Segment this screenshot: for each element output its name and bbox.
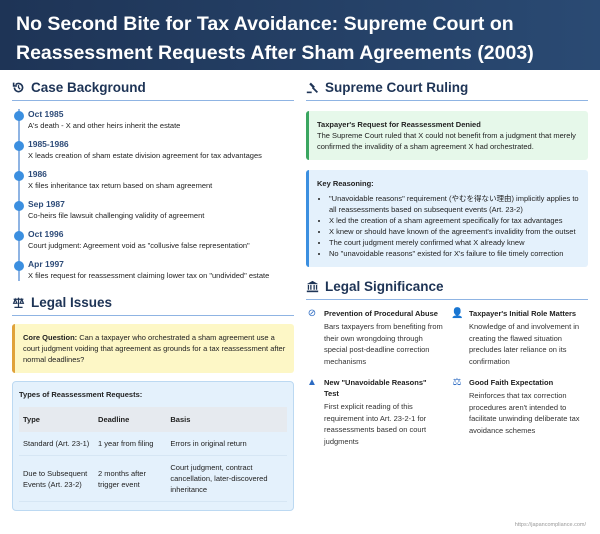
table-row: Due to Subsequent Events (Art. 23-2)2 mo… bbox=[19, 455, 287, 502]
ruling-result-box: Taxpayer's Request for Reassessment Deni… bbox=[306, 111, 588, 160]
timeline-dot bbox=[14, 201, 24, 211]
institution-icon bbox=[306, 280, 319, 293]
scale-icon: ⚖ bbox=[452, 377, 462, 388]
page-title: No Second Bite for Tax Avoidance: Suprem… bbox=[16, 13, 534, 64]
timeline-dot bbox=[14, 231, 24, 241]
warning-icon: ▲ bbox=[307, 377, 317, 388]
reason-item: X led the creation of a sham agreement s… bbox=[329, 215, 580, 226]
reason-item: X knew or should have known of the agree… bbox=[329, 226, 580, 237]
timeline-dot bbox=[14, 171, 24, 181]
core-question-box: Core Question: Can a taxpayer who orches… bbox=[12, 324, 294, 373]
user-check-icon: 👤 bbox=[451, 308, 464, 319]
legal-issues-heading: Legal Issues bbox=[12, 295, 294, 316]
timeline-dot bbox=[14, 141, 24, 151]
gavel-icon bbox=[306, 82, 319, 94]
ruling-heading: Supreme Court Ruling bbox=[306, 80, 588, 101]
key-reasoning-box: Key Reasoning: "Unavoidable reasons" req… bbox=[306, 170, 588, 267]
scale-icon bbox=[12, 297, 25, 308]
reason-item: "Unavoidable reasons" requirement (やむを得な… bbox=[329, 193, 580, 215]
legal-significance-heading: Legal Significance bbox=[306, 279, 588, 300]
history-icon bbox=[12, 82, 24, 93]
footer-url: https://japancompliance.com/ bbox=[514, 522, 586, 528]
timeline-dot bbox=[14, 111, 24, 121]
page-header: No Second Bite for Tax Avoidance: Suprem… bbox=[0, 0, 600, 70]
reason-item: The court judgment merely confirmed what… bbox=[329, 237, 580, 248]
case-background-heading: Case Background bbox=[12, 80, 294, 101]
timeline-dot bbox=[14, 261, 24, 271]
reason-item: No "unavoidable reasons" existed for X's… bbox=[329, 248, 580, 259]
right-column: Supreme Court Ruling Taxpayer's Request … bbox=[306, 80, 588, 447]
ban-icon: ⊘ bbox=[307, 308, 317, 319]
